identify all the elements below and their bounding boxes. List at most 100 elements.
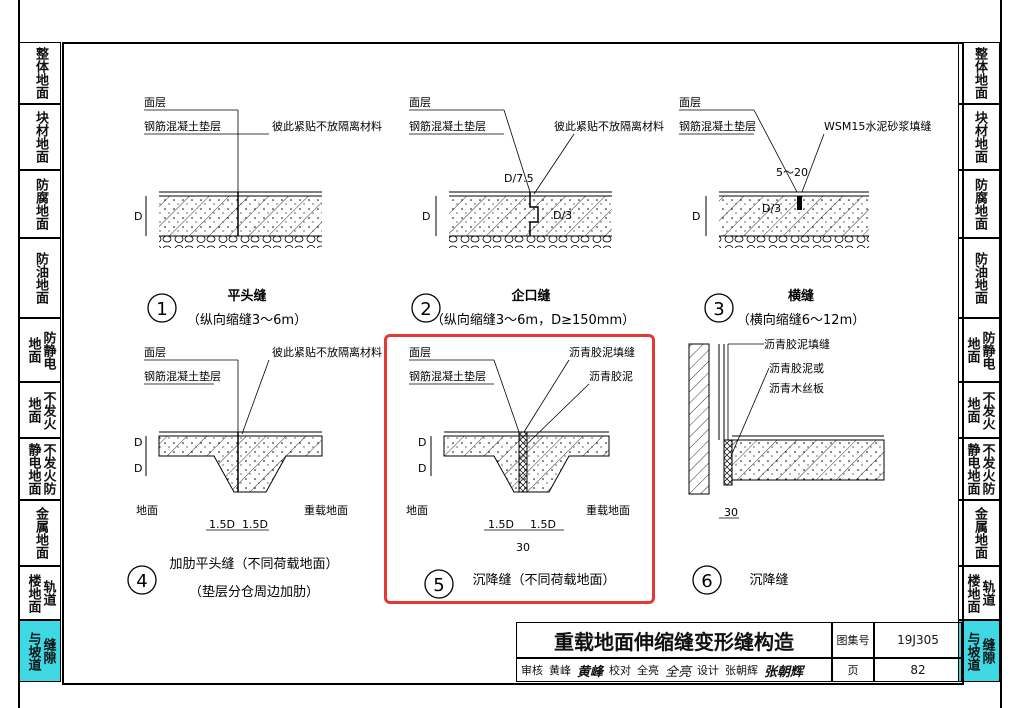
reviewer-signature: 黄峰: [577, 664, 604, 680]
drawing-sheet: D 面层 钢筋混凝土垫层 彼此紧贴不放隔离材料 1 平头缝 （纵向缩缝3～6m）…: [62, 42, 964, 685]
reviewer-row: 审核 黄峰 黄峰 校对 全亮 全亮 设计 张朝辉 张朝辉: [516, 658, 832, 682]
left-tab-7[interactable]: 金属地面: [19, 500, 61, 566]
d2-number: 2: [420, 299, 431, 320]
right-tab-text-6-0: 不发火防: [979, 443, 995, 495]
d3-subtitle: （横向缩缝6～12m）: [737, 312, 865, 328]
right-tab-text-6-1: 静电地面: [964, 443, 980, 495]
detail-3: D 5～20 D/3 面层 钢筋混凝土垫层 WSM15水泥砂浆填缝 3 横缝 （…: [679, 96, 931, 328]
left-tab-4[interactable]: 防静电地面: [19, 318, 61, 382]
d4-label-ground: 地面: [136, 504, 158, 517]
d1-title: 平头缝: [227, 288, 266, 304]
d2-label-cushion: 钢筋混凝土垫层: [409, 119, 486, 133]
d1-label-cushion: 钢筋混凝土垫层: [144, 119, 221, 133]
right-tab-text-9-1: 与坡道: [964, 631, 980, 671]
left-tab-text-5-1: 地面: [25, 397, 41, 423]
d5-title: 沉降缝（不同荷载地面）: [472, 573, 615, 588]
left-tab-text-1-0: 块材地面: [33, 111, 48, 163]
d1-label-tight: 彼此紧贴不放隔离材料: [272, 119, 382, 133]
right-tab-text-5-1: 地面: [964, 397, 980, 423]
d3-label-surface: 面层: [679, 96, 701, 109]
d4-label-tight: 彼此紧贴不放隔离材料: [272, 345, 382, 359]
left-tab-label-3: 防油地面: [33, 252, 48, 304]
d3-dim-d3: D/3: [762, 202, 781, 215]
title-block: 重载地面伸缩缝变形缝构造 图集号 19J305 审核 黄峰 黄峰 校对 全亮 全…: [516, 622, 962, 683]
left-tab-text-7-0: 金属地面: [33, 507, 48, 559]
d4-label-cushion: 钢筋混凝土垫层: [144, 369, 221, 383]
left-tab-text-8-0: 轨道: [40, 580, 56, 606]
d2-dim-d: D: [422, 210, 430, 223]
design-label: 设计: [697, 664, 720, 677]
d5-label-surface: 面层: [409, 346, 431, 359]
left-tab-8[interactable]: 轨道楼地面: [19, 566, 61, 620]
left-tab-5[interactable]: 不发火地面: [19, 382, 61, 438]
d6-number: 6: [701, 571, 712, 592]
right-tab-2[interactable]: 防腐地面: [958, 170, 1000, 238]
d5-dim-30: 30: [516, 541, 530, 554]
d2-title: 企口缝: [510, 288, 550, 304]
right-tab-label-6: 不发火防静电地面: [964, 443, 995, 495]
right-tab-label-5: 不发火地面: [964, 390, 995, 430]
detail-2: D D/7.5 D/3 面层 钢筋混凝土垫层 彼此紧贴不放隔离材料 2 企口缝 …: [409, 96, 664, 328]
right-tab-text-9-0: 缝隙: [979, 638, 995, 664]
right-tab-0[interactable]: 整体地面: [958, 42, 1000, 104]
detail-5: D D 面层 钢筋混凝土垫层 沥青胶泥填缝 沥青胶泥 地面 重载地面 1.5D …: [406, 345, 635, 599]
left-tab-text-5-0: 不发火: [40, 390, 56, 430]
left-tab-text-4-0: 防静电: [40, 330, 56, 370]
d4-dim-d2: D: [134, 462, 142, 475]
left-tab-1[interactable]: 块材地面: [19, 104, 61, 170]
right-tab-8[interactable]: 轨道楼地面: [958, 566, 1000, 620]
right-tab-label-3: 防油地面: [972, 252, 987, 304]
d4-number: 4: [136, 571, 147, 592]
left-tab-2[interactable]: 防腐地面: [19, 170, 61, 238]
d2-subtitle: （纵向缩缝3～6m，D≥150mm）: [431, 312, 635, 328]
right-tab-label-4: 防静电地面: [964, 330, 995, 370]
right-tab-label-9: 缝隙与坡道: [964, 631, 995, 671]
d4-dim-15d-a: 1.5D: [209, 518, 235, 531]
left-tab-0[interactable]: 整体地面: [19, 42, 61, 104]
atlas-label: 图集号: [832, 622, 874, 658]
d2-dim-d75: D/7.5: [504, 172, 534, 185]
left-tab-9[interactable]: 缝隙与坡道: [19, 620, 61, 682]
d5-label-asphalt-fill: 沥青胶泥填缝: [569, 345, 635, 359]
d6-label-wood: 沥青木丝板: [769, 381, 824, 395]
d6-title: 沉降缝: [749, 573, 788, 588]
right-tab-1[interactable]: 块材地面: [958, 104, 1000, 170]
right-tab-7[interactable]: 金属地面: [958, 500, 1000, 566]
right-tab-3[interactable]: 防油地面: [958, 238, 1000, 318]
right-tab-label-8: 轨道楼地面: [965, 574, 995, 613]
d1-dim-d: D: [134, 210, 142, 223]
right-tab-4[interactable]: 防静电地面: [958, 318, 1000, 382]
right-tab-6[interactable]: 不发火防静电地面: [958, 438, 1000, 500]
d2-dim-d3: D/3: [553, 209, 572, 222]
right-tab-9[interactable]: 缝隙与坡道: [958, 620, 1000, 682]
right-tab-text-3-0: 防油地面: [972, 252, 987, 304]
d3-number: 3: [713, 299, 724, 320]
left-tab-label-4: 防静电地面: [25, 330, 56, 370]
left-tab-3[interactable]: 防油地面: [19, 238, 61, 318]
left-tab-label-0: 整体地面: [33, 47, 48, 99]
d4-dim-d1: D: [134, 436, 142, 449]
right-tab-5[interactable]: 不发火地面: [958, 382, 1000, 438]
page-value: 82: [874, 658, 962, 682]
d4-title: 加肋平头缝（不同荷载地面）: [169, 557, 338, 572]
right-tab-text-5-0: 不发火: [979, 390, 995, 430]
d2-label-surface: 面层: [409, 96, 431, 109]
d1-number: 1: [156, 299, 167, 320]
checker-name: 全亮: [637, 664, 660, 677]
d5-label-cushion: 钢筋混凝土垫层: [409, 369, 486, 383]
right-tab-text-4-1: 地面: [964, 337, 980, 363]
left-tab-label-1: 块材地面: [33, 111, 48, 163]
left-tab-text-8-1: 楼地面: [25, 573, 41, 613]
left-tab-label-8: 轨道楼地面: [25, 573, 56, 613]
left-tab-text-4-1: 地面: [25, 337, 41, 363]
frame-right-line: [1000, 0, 1002, 708]
d5-label-ground: 地面: [406, 504, 428, 517]
left-tab-6[interactable]: 不发火防静电地面: [19, 438, 61, 500]
left-tab-text-3-0: 防油地面: [33, 252, 48, 304]
right-tab-text-4-0: 防静电: [979, 330, 995, 370]
drawing-title: 重载地面伸缩缝变形缝构造: [516, 622, 832, 658]
left-tab-label-7: 金属地面: [33, 507, 48, 559]
designer-name: 张朝辉: [725, 664, 759, 677]
d3-dim-d: D: [692, 210, 700, 223]
d3-label-mortar: WSM15水泥砂浆填缝: [824, 119, 931, 133]
